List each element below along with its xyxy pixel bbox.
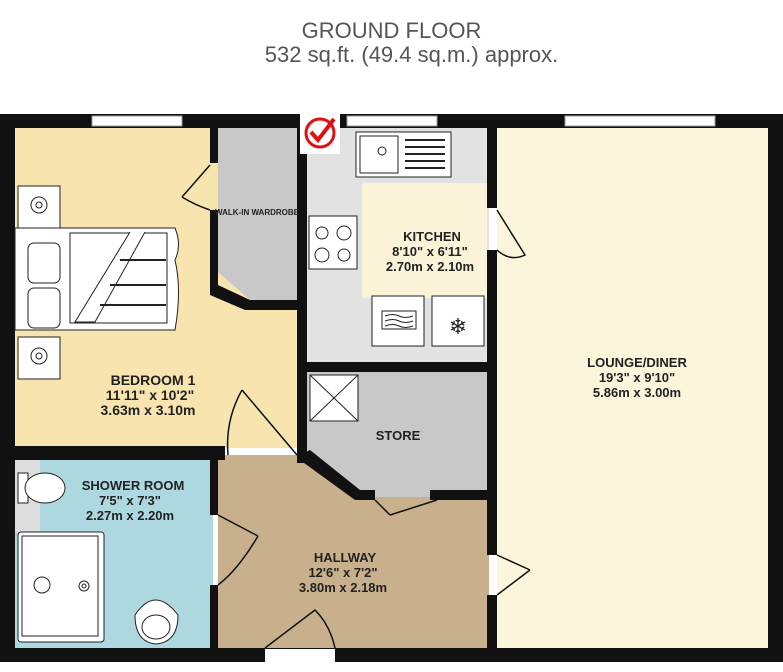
room-lounge <box>497 128 769 648</box>
front-door-gap[interactable] <box>265 649 335 662</box>
svg-text:KITCHEN: KITCHEN <box>403 229 461 244</box>
label-lounge: LOUNGE/DINER 19'3" x 9'10" 5.86m x 3.00m <box>587 355 687 400</box>
lounge-door <box>496 554 531 596</box>
svg-text:SHOWER ROOM: SHOWER ROOM <box>82 478 185 493</box>
room-hallway <box>218 455 489 648</box>
svg-text:3.63m x 3.10m: 3.63m x 3.10m <box>101 402 196 418</box>
bed-icon <box>14 185 179 380</box>
kitchen-door <box>496 209 527 259</box>
floor-title: GROUND FLOOR <box>301 18 482 43</box>
svg-text:12'6" x 7'2": 12'6" x 7'2" <box>308 565 377 580</box>
svg-text:5.86m x 3.00m: 5.86m x 3.00m <box>593 385 681 400</box>
store-door <box>374 499 438 516</box>
svg-text:8'10" x 6'11": 8'10" x 6'11" <box>392 244 468 259</box>
checkmark-icon <box>300 114 340 154</box>
basin-icon <box>134 599 179 645</box>
svg-text:11'11" x 10'2": 11'11" x 10'2" <box>106 387 194 403</box>
hob-icon <box>308 215 358 270</box>
svg-text:7'5" x 7'3": 7'5" x 7'3" <box>99 493 161 508</box>
svg-text:HALLWAY: HALLWAY <box>314 550 377 565</box>
svg-text:LOUNGE/DINER: LOUNGE/DINER <box>587 355 687 370</box>
fridge-freezer-icon: ❄ <box>431 295 485 347</box>
floor-area: 532 sq.ft. (49.4 sq.m.) approx. <box>264 42 559 67</box>
shower-door <box>217 514 259 586</box>
boiler-cupboard-icon <box>309 374 359 422</box>
label-wardrobe: WALK-IN WARDROBE <box>215 208 300 217</box>
shower-tray-icon <box>17 531 105 643</box>
windows <box>91 115 716 127</box>
svg-text:❄: ❄ <box>449 314 467 339</box>
toilet-icon <box>17 472 66 504</box>
doors <box>181 164 531 649</box>
svg-text:3.80m x 2.18m: 3.80m x 2.18m <box>299 580 387 595</box>
label-bedroom: BEDROOM 1 11'11" x 10'2" 3.63m x 3.10m <box>101 372 196 418</box>
label-kitchen: KITCHEN 8'10" x 6'11" 2.70m x 2.10m <box>386 229 474 274</box>
sink-icon <box>355 131 452 178</box>
label-store: STORE <box>376 428 421 443</box>
svg-text:2.70m x 2.10m: 2.70m x 2.10m <box>386 259 474 274</box>
svg-text:2.27m x 2.20m: 2.27m x 2.20m <box>86 508 174 523</box>
label-hallway: HALLWAY 12'6" x 7'2" 3.80m x 2.18m <box>299 550 387 595</box>
kitchen-worktop <box>362 183 487 298</box>
svg-text:BEDROOM 1: BEDROOM 1 <box>111 372 196 388</box>
room-wardrobe <box>218 128 298 300</box>
svg-text:19'3" x 9'10": 19'3" x 9'10" <box>599 370 675 385</box>
washing-machine-icon <box>371 295 425 347</box>
label-shower: SHOWER ROOM 7'5" x 7'3" 2.27m x 2.20m <box>82 478 185 523</box>
front-door <box>264 609 336 649</box>
bedroom-door <box>226 389 298 456</box>
